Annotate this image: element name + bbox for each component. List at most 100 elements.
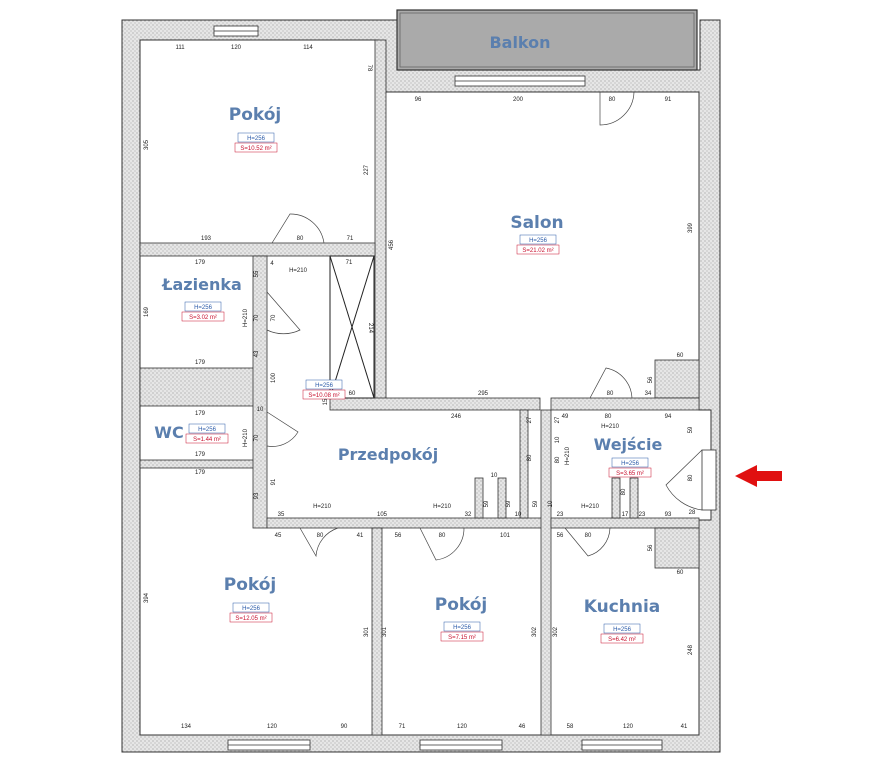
svg-text:59: 59 <box>533 500 539 507</box>
tag-wc: H=256 S=1.44 m² <box>185 423 229 444</box>
svg-text:80: 80 <box>605 414 612 420</box>
svg-text:227: 227 <box>364 164 370 175</box>
svg-text:H=256: H=256 <box>242 606 261 612</box>
tag-salon: H=256 S=21.02 m² <box>516 234 560 255</box>
svg-text:80: 80 <box>585 533 592 539</box>
svg-text:94: 94 <box>665 414 672 420</box>
svg-text:17: 17 <box>622 512 629 518</box>
svg-text:34: 34 <box>645 391 652 397</box>
svg-text:456: 456 <box>389 239 395 250</box>
svg-text:100: 100 <box>271 372 277 383</box>
svg-text:302: 302 <box>532 626 538 637</box>
svg-text:56: 56 <box>648 544 654 551</box>
svg-text:23: 23 <box>557 512 564 518</box>
svg-text:96: 96 <box>415 97 422 103</box>
svg-text:179: 179 <box>195 360 206 366</box>
svg-text:28: 28 <box>689 510 696 516</box>
svg-text:394: 394 <box>144 592 150 603</box>
svg-text:H=210: H=210 <box>601 424 620 430</box>
svg-text:55: 55 <box>254 270 260 277</box>
svg-text:246: 246 <box>451 414 462 420</box>
windows <box>213 25 717 751</box>
svg-text:H=210: H=210 <box>289 268 308 274</box>
svg-text:80: 80 <box>297 236 304 242</box>
svg-text:80: 80 <box>609 97 616 103</box>
svg-text:134: 134 <box>181 724 192 730</box>
tag-pokoj-bottom-left: H=256 S=12.05 m² <box>229 602 273 623</box>
svg-text:H=256: H=256 <box>453 625 472 631</box>
svg-text:32: 32 <box>465 512 472 518</box>
svg-text:93: 93 <box>254 492 260 499</box>
svg-text:10: 10 <box>548 500 554 507</box>
svg-text:93: 93 <box>665 512 672 518</box>
svg-text:H=256: H=256 <box>247 136 266 142</box>
svg-text:120: 120 <box>457 724 468 730</box>
svg-text:193: 193 <box>201 236 212 242</box>
svg-text:43: 43 <box>254 350 260 357</box>
svg-text:56: 56 <box>648 376 654 383</box>
svg-text:59: 59 <box>688 426 694 433</box>
svg-text:58: 58 <box>567 724 574 730</box>
svg-text:305: 305 <box>144 139 150 150</box>
svg-text:71: 71 <box>346 260 353 266</box>
room-lazienka: Łazienka <box>161 275 242 294</box>
svg-text:70: 70 <box>271 314 277 321</box>
svg-text:27: 27 <box>555 416 561 423</box>
svg-text:45: 45 <box>275 533 282 539</box>
svg-text:80: 80 <box>317 533 324 539</box>
svg-text:H=256: H=256 <box>315 383 334 389</box>
svg-text:10: 10 <box>257 407 264 413</box>
svg-text:60: 60 <box>349 391 356 397</box>
svg-text:S=3.02 m²: S=3.02 m² <box>189 315 217 321</box>
svg-text:H=256: H=256 <box>194 305 213 311</box>
svg-text:60: 60 <box>677 570 684 576</box>
svg-text:10: 10 <box>491 473 498 479</box>
svg-text:71: 71 <box>399 724 406 730</box>
svg-text:S=10.08 m²: S=10.08 m² <box>308 393 339 399</box>
svg-text:4: 4 <box>270 261 274 267</box>
svg-text:H=210: H=210 <box>581 504 600 510</box>
room-wc: WC <box>154 423 183 442</box>
svg-text:10: 10 <box>515 512 522 518</box>
svg-text:80: 80 <box>555 456 561 463</box>
svg-text:23: 23 <box>639 512 646 518</box>
svg-text:S=12.05 m²: S=12.05 m² <box>235 616 266 622</box>
svg-text:120: 120 <box>623 724 634 730</box>
svg-text:80: 80 <box>607 391 614 397</box>
svg-text:71: 71 <box>347 236 354 242</box>
room-pokoj-top: Pokój <box>229 105 282 125</box>
svg-text:399: 399 <box>688 222 694 233</box>
svg-text:295: 295 <box>478 391 489 397</box>
svg-text:169: 169 <box>144 306 150 317</box>
room-labels: Balkon Pokój Salon Łazienka WC Przedpokó… <box>154 33 662 617</box>
svg-text:10: 10 <box>555 436 561 443</box>
interior-walls <box>139 39 700 736</box>
svg-text:80: 80 <box>527 454 533 461</box>
tag-przedpokoj: H=256 S=10.08 m² <box>302 379 346 400</box>
tag-pokoj-top: H=256 S=10.52 m² <box>234 132 278 153</box>
room-przedpokoj: Przedpokój <box>338 445 438 464</box>
svg-text:301: 301 <box>364 626 370 637</box>
balcony <box>396 9 698 71</box>
room-kuchnia: Kuchnia <box>584 597 661 617</box>
svg-text:91: 91 <box>665 97 672 103</box>
dimension-labels: 111 120 114 78 305 227 193 80 71 96 200 … <box>144 45 696 730</box>
balcony-inner <box>399 12 695 68</box>
svg-text:27: 27 <box>527 416 533 423</box>
svg-text:120: 120 <box>267 724 278 730</box>
svg-text:S=21.02 m²: S=21.02 m² <box>522 248 553 254</box>
svg-text:214: 214 <box>367 323 373 334</box>
svg-text:59: 59 <box>484 500 490 507</box>
tag-wejscie: H=256 S=3.65 m² <box>608 457 652 478</box>
room-tags: H=256 S=10.52 m² H=256 S=21.02 m² H=256 … <box>181 132 652 644</box>
tag-pokoj-bottom-middle: H=256 S=7.15 m² <box>440 621 484 642</box>
room-balkon: Balkon <box>489 33 550 52</box>
svg-text:301: 301 <box>382 626 388 637</box>
svg-text:60: 60 <box>677 353 684 359</box>
svg-text:41: 41 <box>357 533 364 539</box>
room-pokoj-bottom-middle: Pokój <box>435 595 488 615</box>
svg-text:91: 91 <box>271 478 277 485</box>
svg-text:H=210: H=210 <box>565 446 571 465</box>
svg-text:S=6.42 m²: S=6.42 m² <box>608 637 636 643</box>
